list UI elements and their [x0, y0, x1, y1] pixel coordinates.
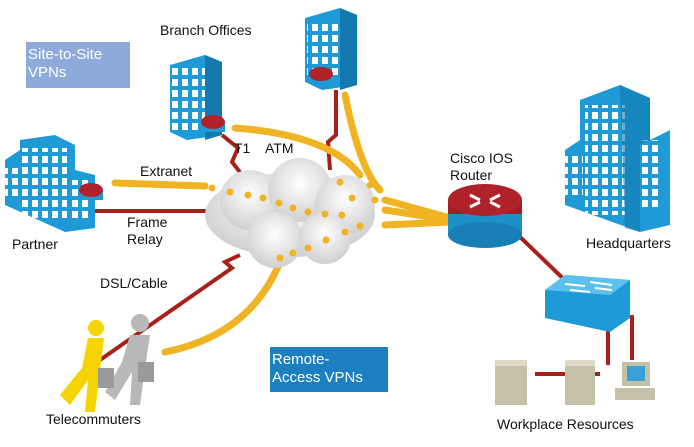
- frame-relay-line-1: Frame: [127, 214, 168, 230]
- router-line-2: Router: [450, 167, 493, 183]
- server-icon-1: [495, 360, 527, 405]
- remote-access-line-2: Access VPNs: [272, 369, 363, 386]
- frame-relay-label: Frame Relay: [127, 214, 167, 248]
- vpn-tunnels: [111, 91, 454, 356]
- remote-tunnel: [161, 258, 284, 356]
- remote-access-line-1: Remote-: [272, 351, 330, 368]
- router-line-1: Cisco IOS: [450, 150, 514, 166]
- partner-label: Partner: [12, 236, 58, 252]
- cisco-ios-router-icon: [448, 184, 522, 248]
- frame-relay-line-2: Relay: [127, 231, 163, 247]
- remote-access-vpns-label: Remote- Access VPNs: [270, 347, 388, 392]
- site-to-site-line-1: Site-to-Site: [28, 46, 103, 63]
- t1-label: T1: [234, 140, 251, 156]
- atm-label: ATM: [265, 140, 294, 156]
- partner-building-icon: [3, 135, 95, 232]
- tunnel-dots: [208, 178, 379, 262]
- wan-links: [95, 90, 634, 376]
- branch2-tunnel: [341, 91, 384, 194]
- workstation-icon: [615, 362, 655, 400]
- telecommuters-label: Telecommuters: [46, 411, 141, 427]
- headquarters-building-icon: [565, 85, 670, 232]
- branch-offices-label: Branch Offices: [160, 22, 252, 38]
- switch-icon: [545, 275, 630, 332]
- telecommuter-icon-yellow: [60, 320, 104, 412]
- site-to-site-vpns-label: Site-to-Site VPNs: [26, 42, 130, 88]
- telecommuter-icon-gray: [98, 314, 154, 405]
- atm-link: [325, 90, 338, 171]
- extranet-tunnel: [111, 179, 209, 190]
- headquarters-label: Headquarters: [586, 235, 671, 251]
- dsl-cable-link: [98, 253, 241, 362]
- tunnel-to-router: [381, 196, 454, 229]
- partner-router-icon: [79, 183, 103, 200]
- branch1-tunnel: [231, 124, 364, 179]
- cisco-ios-router-label: Cisco IOS Router: [450, 150, 513, 184]
- branch2-router-icon: [309, 67, 333, 84]
- branch1-router-icon: [201, 115, 225, 132]
- server-icon-2: [565, 360, 595, 405]
- dsl-cable-label: DSL/Cable: [100, 275, 168, 291]
- site-to-site-line-2: VPNs: [28, 64, 67, 81]
- extranet-label: Extranet: [140, 163, 193, 179]
- workplace-resources-label: Workplace Resources: [497, 416, 634, 432]
